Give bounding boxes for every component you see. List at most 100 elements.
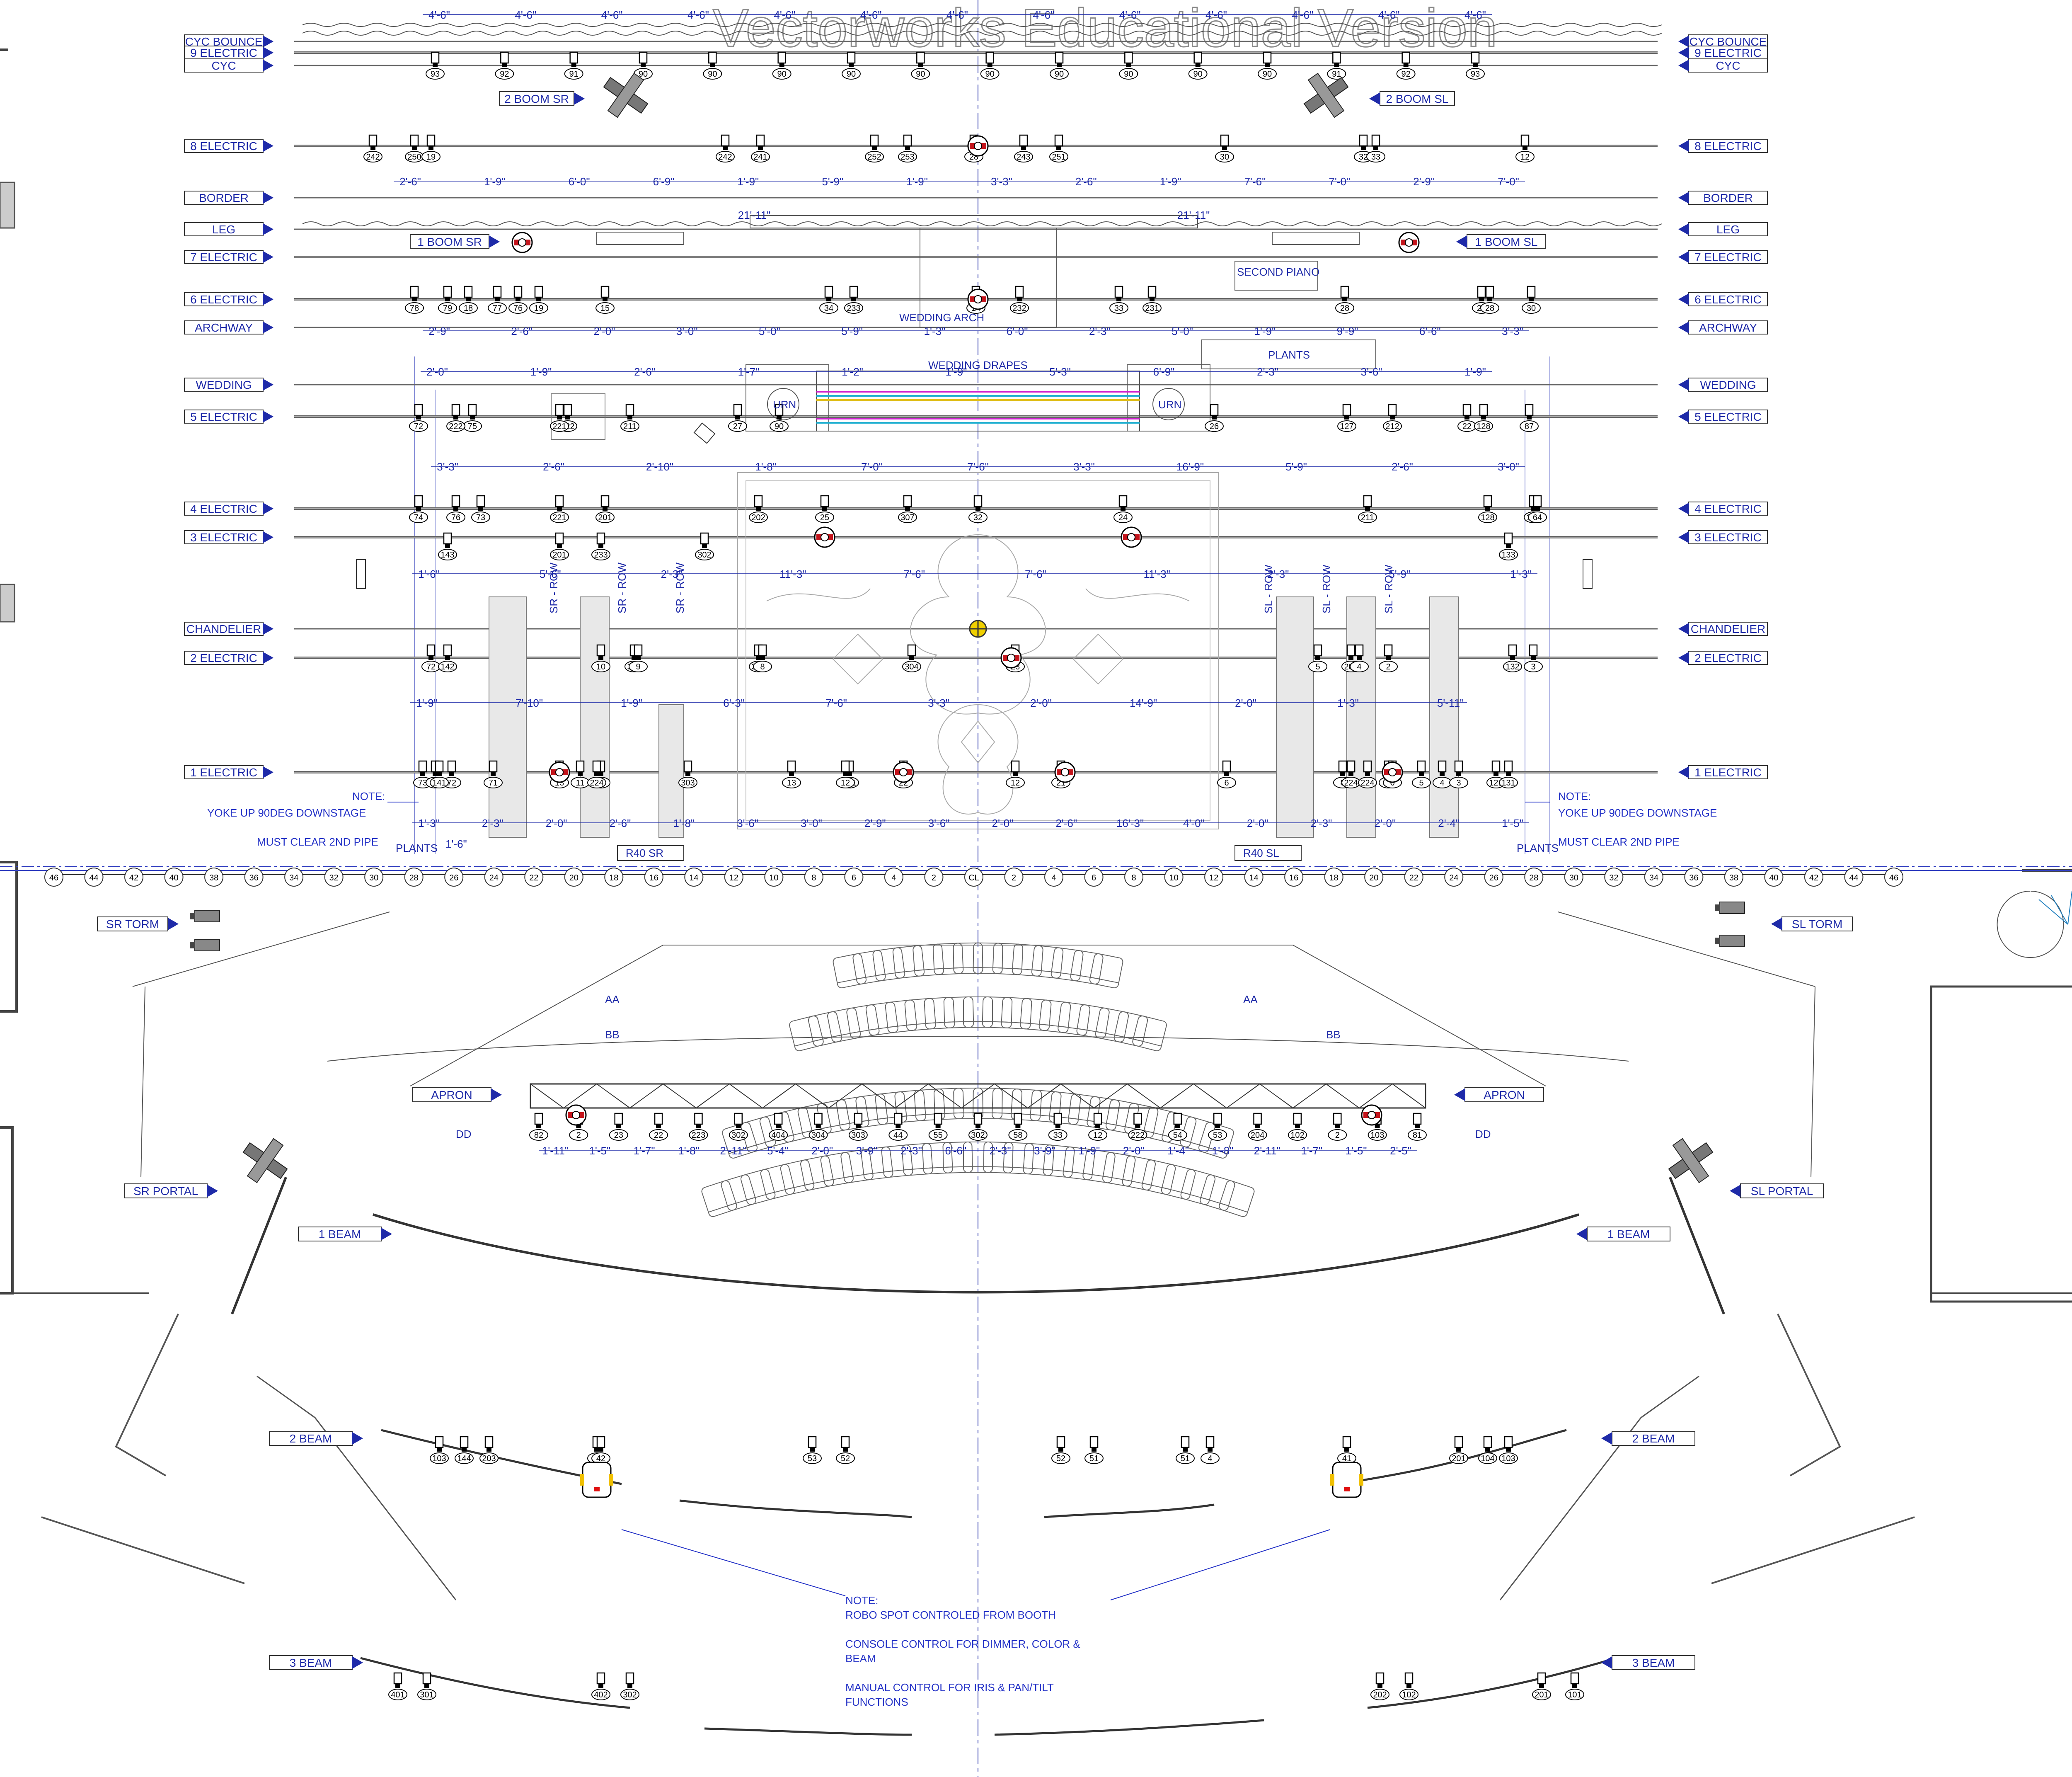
- svg-text:301: 301: [420, 1690, 433, 1699]
- dim-8e-10: 7'-6": [1244, 175, 1266, 188]
- dim-8e-12: 2'-9": [1413, 175, 1435, 188]
- dim-6e-13: 3'-3": [1502, 325, 1523, 337]
- svg-text:223: 223: [692, 1131, 705, 1140]
- svg-text:44: 44: [893, 1131, 903, 1140]
- dim-8e-9: 1'-9": [1160, 175, 1181, 188]
- fixture-8e-13: 12: [1515, 134, 1535, 162]
- moving-light-0: [511, 232, 533, 253]
- svg-text:4: 4: [1440, 778, 1444, 788]
- sl-row-label-1: SL - ROW: [1262, 565, 1275, 613]
- svg-text:2: 2: [1386, 662, 1390, 672]
- dim-2e-0: 1'-9": [416, 697, 438, 709]
- fixture-8e-9: 19: [421, 134, 441, 162]
- fixture-cyc-9: 90: [1050, 51, 1069, 80]
- seat: [820, 1152, 854, 1187]
- fixture-6e-16: 30: [1522, 286, 1541, 314]
- svg-text:141: 141: [432, 778, 446, 788]
- svg-text:13: 13: [787, 778, 796, 788]
- ruler-mark-39: [1604, 868, 1624, 887]
- fixture-8e-7: 242: [363, 134, 382, 162]
- dim-6e-7: 6'-0": [1007, 325, 1028, 337]
- svg-text:12: 12: [841, 778, 850, 788]
- fixture-4e-1: 76: [446, 495, 465, 523]
- fixture-3beam-0: 401: [388, 1672, 407, 1700]
- fixture-1e-13: 12: [1006, 760, 1025, 788]
- fixture-2beam-14: 103: [1499, 1436, 1518, 1464]
- fixture-6e-6: 15: [595, 286, 615, 314]
- note-robo-line4: MANUAL CONTROL FOR IRIS & PAN/TILT: [845, 1681, 1054, 1694]
- dim-4e-9: 2'-6": [1392, 461, 1413, 473]
- ruler-label-5: 36: [249, 873, 258, 882]
- svg-text:233: 233: [847, 304, 860, 313]
- svg-text:4: 4: [1208, 1454, 1212, 1463]
- ruler-label-22: 2: [932, 873, 936, 882]
- pipe-label-box-right: [1688, 651, 1768, 665]
- svg-text:142: 142: [441, 662, 454, 672]
- ruler-mark-13: [564, 868, 583, 887]
- dim-4e-10: 3'-0": [1498, 461, 1519, 473]
- ruler-mark-23: [964, 868, 983, 887]
- fixture-5e-9: 127: [1337, 404, 1356, 432]
- dim-wedding-3: 1'-7": [738, 366, 760, 378]
- dim-8e-13: 7'-0": [1498, 175, 1519, 188]
- ruler-label-10: 26: [449, 873, 458, 882]
- svg-text:204: 204: [1251, 1131, 1264, 1140]
- dim-1e-0: 1'-3": [418, 817, 440, 829]
- fixture-2e-15: 3: [1524, 644, 1543, 672]
- svg-text:34: 34: [824, 304, 833, 313]
- pipe-label-right: CYC: [1716, 59, 1740, 72]
- ruler-label-13: 20: [569, 873, 579, 882]
- seat: [1219, 1180, 1255, 1217]
- ruler-mark-45: [1844, 868, 1864, 887]
- svg-text:1 BEAM: 1 BEAM: [319, 1228, 361, 1241]
- seat: [904, 998, 936, 1031]
- ruler-mark-26: [1084, 868, 1104, 887]
- plants-dimension: 1'-6": [445, 838, 467, 850]
- fixture-apron-14: 12: [1088, 1113, 1108, 1141]
- seat: [885, 999, 917, 1033]
- pipe-label-box-left: [184, 410, 264, 424]
- pipe-label-left: 9 ELECTRIC: [190, 46, 257, 59]
- fixture-6e-2: 18: [459, 286, 478, 314]
- svg-text:32: 32: [1359, 153, 1368, 162]
- ruler-label-4: 38: [209, 873, 218, 882]
- ruler-mark-31: [1284, 868, 1304, 887]
- svg-text:15: 15: [600, 304, 610, 313]
- fixture-8e-6: 251: [1049, 134, 1068, 162]
- dim-apron-1: 1'-5": [589, 1144, 610, 1157]
- svg-text:3: 3: [1531, 662, 1535, 672]
- svg-text:42: 42: [596, 1454, 605, 1463]
- pipe-label-left: 6 ELECTRIC: [190, 293, 257, 306]
- svg-text:102: 102: [1290, 1131, 1304, 1140]
- pipe-label-box-left: [184, 292, 264, 306]
- fixture-3e-2: 233: [591, 532, 610, 560]
- second-piano-label: SECOND PIANO: [1237, 266, 1319, 278]
- dim-2e-10: 5'-11": [1437, 697, 1464, 709]
- ruler-label-46: 46: [1889, 873, 1898, 882]
- pipe-label-right: BORDER: [1703, 192, 1753, 204]
- ruler-mark-43: [1764, 868, 1784, 887]
- dim-1e-4: 1'-8": [673, 817, 695, 829]
- svg-text:201: 201: [598, 513, 612, 522]
- fixture-5e-12: 128: [1474, 404, 1493, 432]
- pipe-label-left: LEG: [212, 223, 235, 236]
- svg-text:302: 302: [623, 1690, 637, 1699]
- pipe-label-box-left: [184, 530, 264, 544]
- dim-apron-19: 2'-5": [1390, 1144, 1411, 1157]
- dim-1e-2: 2'-0": [546, 817, 567, 829]
- ruler-label-19: 8: [811, 873, 816, 882]
- fixture-apron-15: 222: [1128, 1113, 1147, 1141]
- svg-text:12: 12: [1011, 778, 1020, 788]
- moving-light-10: [1382, 761, 1403, 783]
- svg-text:101: 101: [1568, 1690, 1581, 1699]
- pipe-label-box-right: [1688, 58, 1768, 73]
- torm-fixture-3: [1715, 935, 1745, 947]
- seat: [1076, 1004, 1110, 1039]
- row-aa-label-sr: AA: [605, 993, 620, 1006]
- svg-text:103: 103: [1370, 1131, 1384, 1140]
- ruler-label-3: 40: [169, 873, 178, 882]
- fixture-6e-0: 78: [405, 286, 424, 314]
- fixture-1e-26: 141: [430, 760, 449, 788]
